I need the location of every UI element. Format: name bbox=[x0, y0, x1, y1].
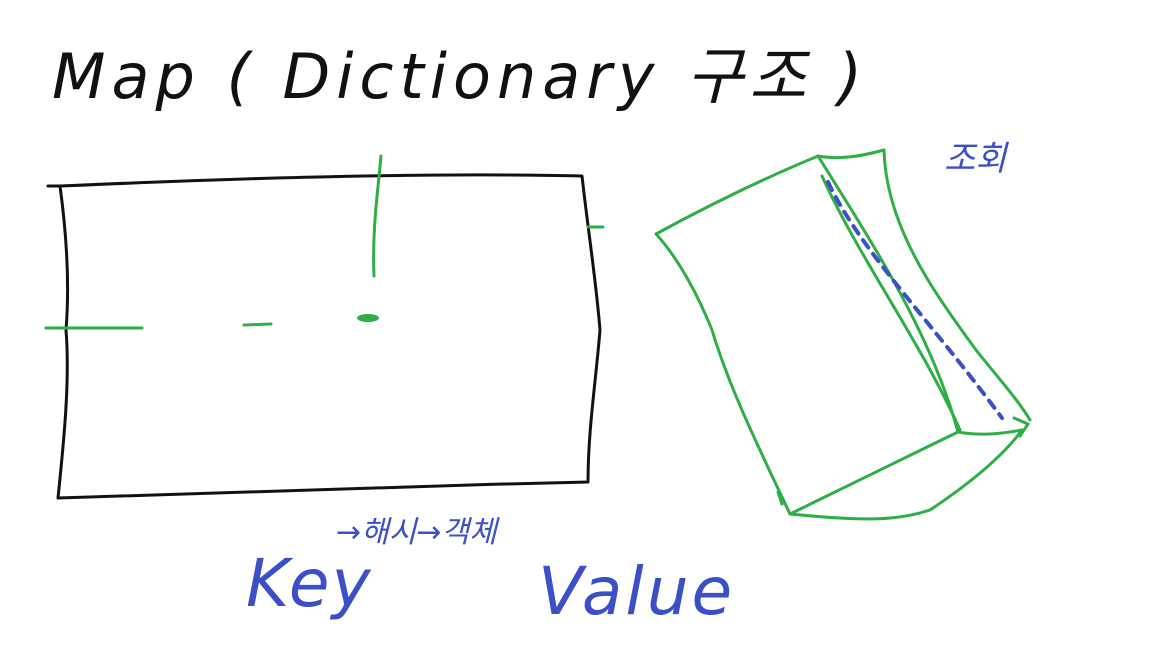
hash-note: →해시→객체 bbox=[336, 515, 500, 550]
value-block-corner-stroke bbox=[1012, 416, 1030, 438]
value-label: Value bbox=[538, 553, 735, 630]
vertical-divider-mark bbox=[372, 154, 383, 278]
page-title: Map ( Dictionary 구조 ) bbox=[52, 40, 868, 113]
center-dot bbox=[357, 314, 379, 322]
value-block-inner-edge bbox=[820, 174, 962, 432]
key-label: Key bbox=[246, 545, 373, 622]
value-block-front-face bbox=[654, 154, 960, 516]
horizontal-dash-mid bbox=[242, 322, 273, 327]
value-block-left-stub bbox=[776, 490, 784, 506]
value-block bbox=[654, 148, 1032, 521]
value-dashed-line bbox=[826, 180, 1004, 420]
key-box bbox=[46, 173, 602, 500]
side-note: 조회 bbox=[944, 139, 1009, 179]
value-block-right-edge bbox=[882, 148, 1032, 422]
value-block-top-edge bbox=[816, 148, 886, 160]
value-block-bottom-edge bbox=[788, 428, 1024, 521]
